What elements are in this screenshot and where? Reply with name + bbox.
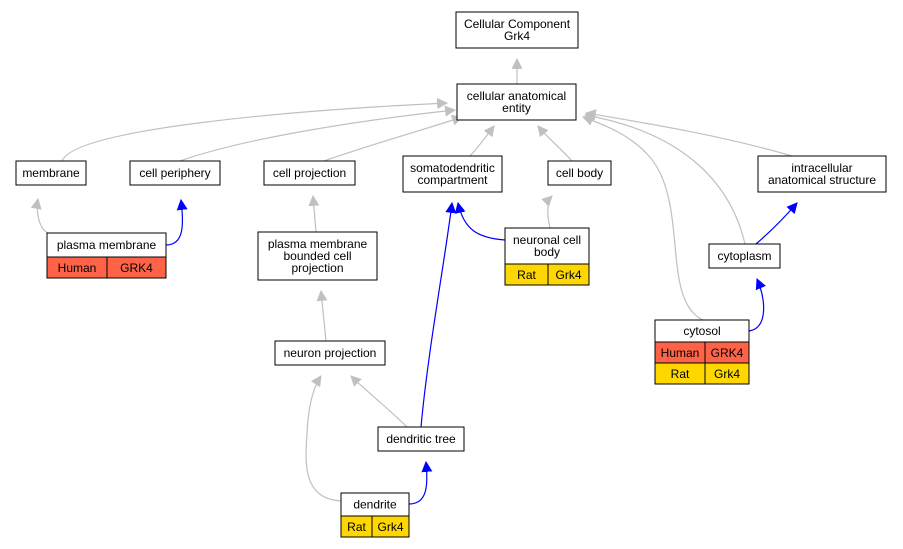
node-box — [504, 227, 590, 265]
node-label: plasma membrane — [268, 237, 368, 251]
node-label: somatodendritic — [410, 161, 495, 175]
gene-cell — [704, 362, 750, 385]
part-of-edge-pm-to-cellperiph — [165, 198, 188, 246]
node-box — [257, 231, 378, 281]
graph-edges — [30, 57, 798, 505]
is-a-edge-somato-to-cae — [469, 125, 495, 157]
node-label: neuron projection — [284, 346, 377, 360]
node-label: cell projection — [273, 166, 346, 180]
is-a-edge-dtree-to-neuronproj — [350, 375, 408, 428]
part-of-edge-dendrite-to-dtree — [408, 460, 433, 505]
gene-label: GRK4 — [711, 346, 744, 360]
node-label: Cellular Component — [464, 17, 571, 31]
is-a-edge-cytosol-to-cae — [581, 115, 704, 321]
gene-cell — [547, 263, 590, 286]
is-a-edge-cellproj-to-cae — [323, 115, 464, 162]
species-label: Rat — [671, 367, 690, 381]
node-dtree[interactable]: dendritic tree — [377, 426, 465, 452]
node-cytoplasm[interactable]: cytoplasm — [708, 243, 781, 269]
node-label: neuronal cell — [513, 233, 581, 247]
node-cellperiph[interactable]: cell periphery — [129, 160, 221, 186]
is-a-edge-dendrite-to-neuronproj — [305, 375, 342, 502]
gene-label: GRK4 — [120, 261, 153, 275]
node-box — [15, 160, 87, 186]
node-label: intracellular — [791, 161, 852, 175]
gene-cell — [106, 256, 167, 279]
node-box — [708, 243, 781, 269]
node-box — [274, 340, 386, 366]
node-label: cytosol — [683, 324, 720, 338]
node-label: entity — [502, 101, 531, 115]
species-label: Human — [58, 261, 97, 275]
node-label: compartment — [417, 173, 488, 187]
is-a-edge-cellperiph-to-cae — [179, 105, 457, 162]
node-label: projection — [291, 261, 343, 275]
node-label: cell body — [556, 166, 603, 180]
species-label: Human — [661, 346, 700, 360]
node-box — [129, 160, 221, 186]
node-box — [757, 155, 887, 193]
node-box — [547, 160, 612, 186]
node-neuronproj[interactable]: neuron projection — [274, 340, 386, 366]
is-a-edge-membrane-to-cae — [61, 97, 449, 162]
is-a-edge-cellbody-to-cae — [537, 125, 573, 162]
is-a-edge-cytoplasm-to-cae — [583, 111, 746, 245]
gene-label: Grk4 — [377, 520, 403, 534]
node-box — [456, 83, 577, 121]
node-label: cytoplasm — [717, 249, 771, 263]
node-label: anatomical structure — [768, 173, 876, 187]
node-membrane[interactable]: membrane — [15, 160, 87, 186]
is-a-edge-pm-to-membrane — [30, 197, 49, 234]
part-of-edge-dtree-to-somato — [420, 201, 457, 428]
node-box — [46, 232, 167, 258]
is-a-edge-ias-to-cae — [584, 109, 793, 157]
node-label: plasma membrane — [57, 238, 157, 252]
gene-cell — [371, 515, 410, 538]
node-label: body — [534, 245, 560, 259]
node-box — [263, 160, 356, 186]
node-label: cell periphery — [139, 166, 210, 180]
node-box — [402, 155, 503, 193]
gene-label: Grk4 — [555, 268, 581, 282]
part-of-edge-cytoplasm-to-ias — [755, 202, 798, 245]
node-label: Grk4 — [504, 29, 530, 43]
node-cellbody[interactable]: cell body — [547, 160, 612, 186]
is-a-edge-pmbcp-to-cellproj — [308, 194, 320, 233]
species-label: Rat — [517, 268, 536, 282]
node-label: dendrite — [353, 498, 397, 512]
part-of-edge-ncb-to-somato — [454, 201, 506, 241]
gene-label: Grk4 — [714, 367, 740, 381]
species-label: Rat — [347, 520, 366, 534]
node-label: membrane — [22, 166, 80, 180]
node-label: cellular anatomical — [467, 89, 566, 103]
is-a-edge-neuronproj-to-pmbcp — [316, 289, 328, 342]
node-label: dendritic tree — [386, 432, 456, 446]
node-box — [455, 11, 579, 49]
node-label: bounded cell — [283, 249, 351, 263]
is-a-edge-ncb-to-cellbody — [541, 195, 553, 229]
node-cellproj[interactable]: cell projection — [263, 160, 356, 186]
part-of-edge-cytosol-to-cytoplasm — [748, 277, 766, 332]
node-box — [377, 426, 465, 452]
